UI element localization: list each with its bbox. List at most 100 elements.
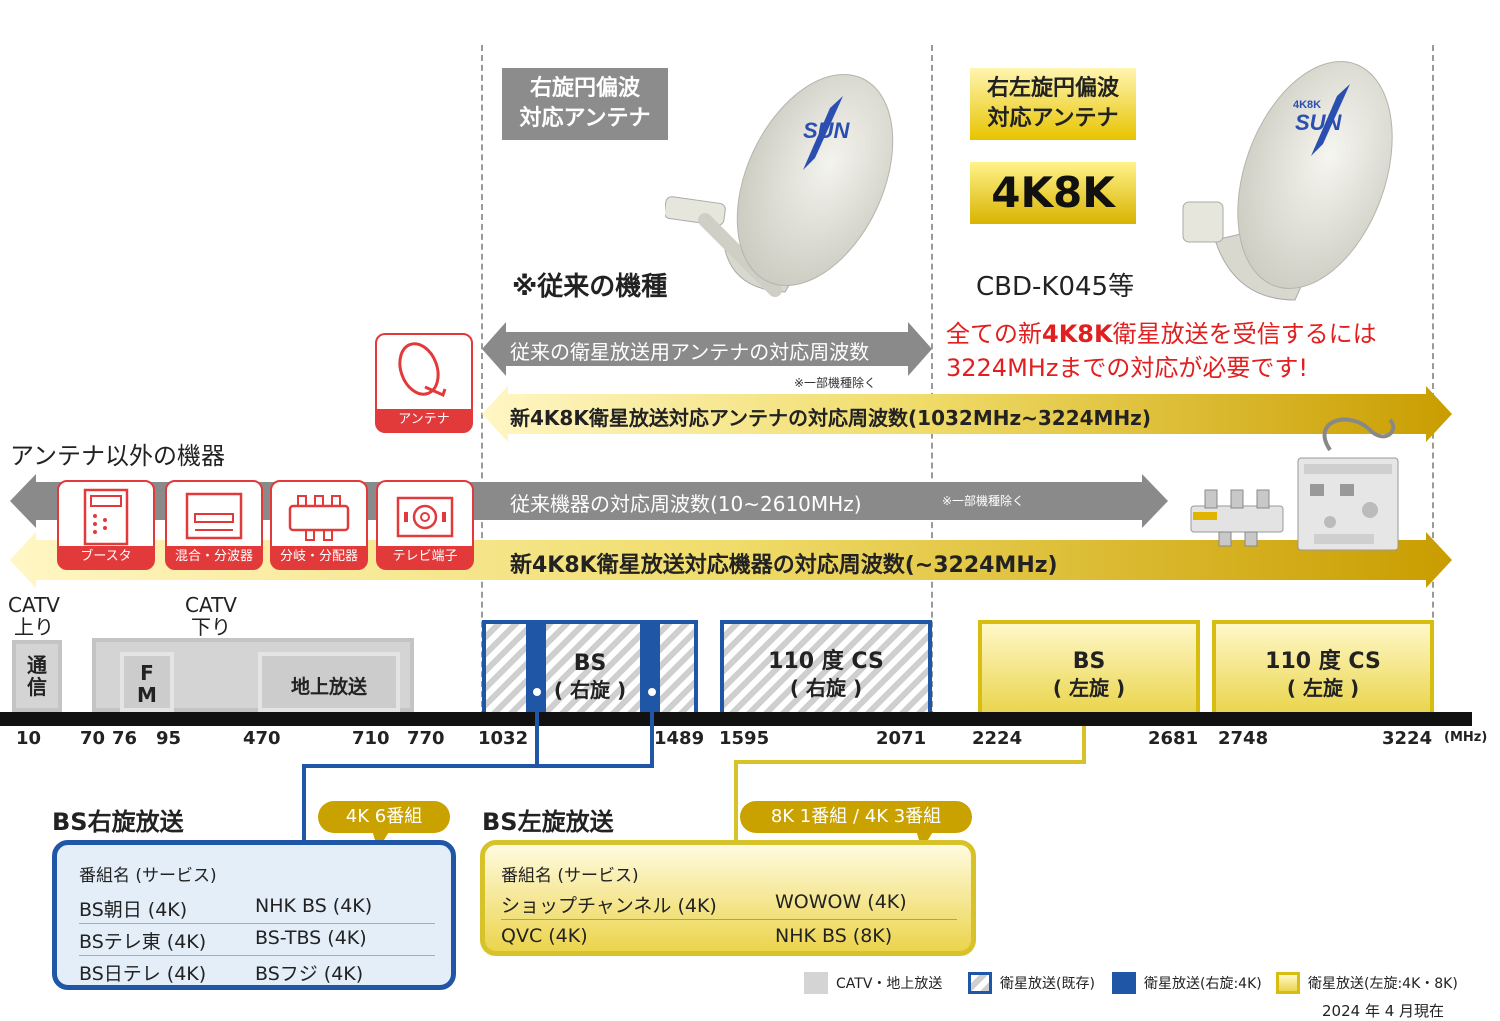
band-terrestrial: 地上放送 — [258, 652, 400, 712]
arrow-old-antenna-note: ※一部機種除く — [794, 376, 877, 390]
antenna-left-note-pre: 全ての新 — [946, 320, 1042, 348]
tick-2681: 2681 — [1148, 728, 1199, 749]
bs-right-row1-col1: BS朝日 (4K) — [79, 899, 188, 921]
tick-10: 10 — [16, 728, 42, 749]
axis-unit: (MHz) — [1444, 730, 1488, 745]
antenna-left-tag-line1: 右左旋円偏波 — [986, 76, 1119, 101]
antenna-icon-box: アンテナ — [375, 333, 473, 433]
antenna-left-logo-small: 4K8K — [1293, 99, 1321, 111]
legend-date: 2024 年 4 月現在 — [1322, 1002, 1445, 1020]
legend-swatch-catv — [804, 972, 828, 994]
bs-left-header: 番組名 (サービス) — [501, 866, 639, 886]
booster-icon — [83, 488, 129, 546]
band-communication: 通 信 — [12, 640, 62, 712]
bs-left-row1-col2: WOWOW (4K) — [775, 891, 907, 913]
catv-up-line1: CATV — [8, 593, 60, 617]
band-cs-right-line2: ( 右旋 ) — [789, 676, 863, 700]
device-mixer-label: 混合・分波器 — [167, 546, 261, 568]
bs-left-row2-col1: QVC (4K) — [501, 925, 588, 947]
catv-down-line1: CATV — [185, 593, 237, 617]
booster-product-image — [1290, 410, 1410, 554]
arrow-old-antenna-text: 従来の衛星放送用アンテナの対応周波数 — [510, 340, 870, 364]
bs-right-box: 番組名 (サービス) BS朝日 (4K) NHK BS (4K) BSテレ東 (… — [52, 840, 456, 990]
band-terrestrial-label: 地上放送 — [290, 676, 367, 698]
device-booster-label: ブースタ — [59, 546, 153, 568]
catv-down-line2: 下り — [191, 615, 231, 639]
band-cs-right-line1: 110 度 CS — [768, 649, 884, 674]
antenna-left-note-line2: 3224MHzまでの対応が必要です! — [946, 354, 1309, 382]
bs-left-bubble: 8K 1番組 / 4K 3番組 — [740, 801, 972, 833]
bs-right-bubble: 4K 6番組 — [318, 801, 450, 833]
antenna-left-note-post: 衛星放送を受信するには — [1112, 320, 1377, 348]
antenna-right-tag-line2: 対応アンテナ — [519, 106, 651, 131]
antenna-icon-label: アンテナ — [377, 409, 471, 431]
arrow-old-antenna: 従来の衛星放送用アンテナの対応周波数 — [482, 322, 932, 376]
bs-right-row2-col1: BSテレ東 (4K) — [79, 931, 207, 953]
tick-770: 770 — [407, 728, 445, 749]
bs-right-sep2 — [79, 955, 435, 956]
bs-right-sep1 — [79, 923, 435, 924]
device-tv-outlet: テレビ端子 — [376, 480, 474, 570]
divider-2224 — [931, 45, 933, 717]
splitter-icon — [288, 495, 350, 541]
splitter-product-image — [1183, 482, 1293, 550]
mixer-icon — [185, 492, 243, 540]
frequency-axis — [0, 712, 1472, 726]
antenna-left-note-bold: 4K8K — [1042, 320, 1113, 348]
tick-2224: 2224 — [972, 728, 1023, 749]
antenna-right-tag-line1: 右旋円偏波 — [529, 76, 640, 101]
bs-right-row3-col1: BS日テレ (4K) — [79, 963, 207, 985]
arrow-old-devices-note: ※一部機種除く — [942, 494, 1025, 508]
bs-left-box: 番組名 (サービス) ショップチャンネル (4K) WOWOW (4K) QVC… — [480, 840, 976, 956]
device-booster: ブースタ — [57, 480, 155, 570]
divider-1032 — [481, 45, 483, 717]
bs-left-row1-col1: ショップチャンネル (4K) — [501, 895, 717, 917]
band-cs-left: 110 度 CS ( 左旋 ) — [1212, 620, 1434, 712]
tick-710: 710 — [352, 728, 390, 749]
band-fm-line1: F — [140, 661, 154, 685]
band-cs-left-line2: ( 左旋 ) — [1286, 676, 1360, 700]
arrow-new-antenna-text: 新4K8K衛星放送対応アンテナの対応周波数(1032MHz~3224MHz) — [510, 406, 1151, 430]
tick-3224: 3224 — [1382, 728, 1433, 749]
bs-left-row2-col2: NHK BS (8K) — [775, 925, 893, 947]
band-bs-right-line1: BS — [573, 651, 607, 676]
bs-right-row2-col2: BS-TBS (4K) — [255, 927, 367, 949]
catv-up-label: CATV 上り — [8, 594, 60, 638]
band-fm-line2: M — [137, 683, 157, 707]
bs-left-sep1 — [501, 919, 957, 920]
legend-label-left: 衛星放送(左旋:4K・8K) — [1308, 976, 1458, 992]
legend-swatch-existing — [968, 972, 992, 994]
tick-2748: 2748 — [1218, 728, 1269, 749]
4k8k-badge: 4K8K — [970, 162, 1136, 224]
bs-right-row1-col2: NHK BS (4K) — [255, 895, 373, 917]
antenna-right-caption: ※従来の機種 — [512, 272, 668, 302]
dish-antenna-right-image: SUN — [663, 60, 895, 310]
tick-1032: 1032 — [478, 728, 529, 749]
bs-left-title: BS左旋放送 — [482, 808, 614, 836]
band-bs-left-line1: BS — [1072, 649, 1106, 674]
band-bs-right-line2: ( 右旋 ) — [553, 678, 627, 702]
antenna-left-note: 全ての新4K8K衛星放送を受信するには — [946, 314, 1377, 349]
arrow-new-antenna: 新4K8K衛星放送対応アンテナの対応周波数(1032MHz~3224MHz) — [482, 386, 1452, 442]
device-splitter-label: 分岐・分配器 — [272, 546, 366, 568]
dish-antenna-left-image: 4K8K SUN — [1175, 50, 1405, 310]
legend-label-right: 衛星放送(右旋:4K) — [1144, 976, 1262, 992]
tick-70: 70 — [80, 728, 106, 749]
band-cs-right: 110 度 CS ( 右旋 ) — [720, 620, 932, 712]
tick-470: 470 — [243, 728, 281, 749]
arrow-new-devices-text: 新4K8K衛星放送対応機器の対応周波数(~3224MHz) — [510, 553, 1058, 578]
4k8k-badge-text: 4K8K — [991, 168, 1115, 217]
legend-label-catv: CATV・地上放送 — [836, 976, 943, 992]
bs-right-row3-col2: BSフジ (4K) — [255, 963, 364, 985]
band-bs-left-line2: ( 左旋 ) — [1052, 676, 1126, 700]
arrow-old-devices-text: 従来機器の対応周波数(10~2610MHz) — [510, 492, 862, 516]
antenna-right-tag: 右旋円偏波 対応アンテナ — [502, 68, 668, 140]
catv-down-label: CATV 下り — [185, 594, 237, 638]
band-fm: F M — [120, 652, 174, 712]
antenna-left-tag: 右左旋円偏波 対応アンテナ — [970, 68, 1136, 140]
band-communication-line1: 通 — [27, 653, 47, 677]
devices-heading: アンテナ以外の機器 — [10, 442, 226, 470]
bs-right-header: 番組名 (サービス) — [79, 866, 217, 886]
device-splitter: 分岐・分配器 — [270, 480, 368, 570]
